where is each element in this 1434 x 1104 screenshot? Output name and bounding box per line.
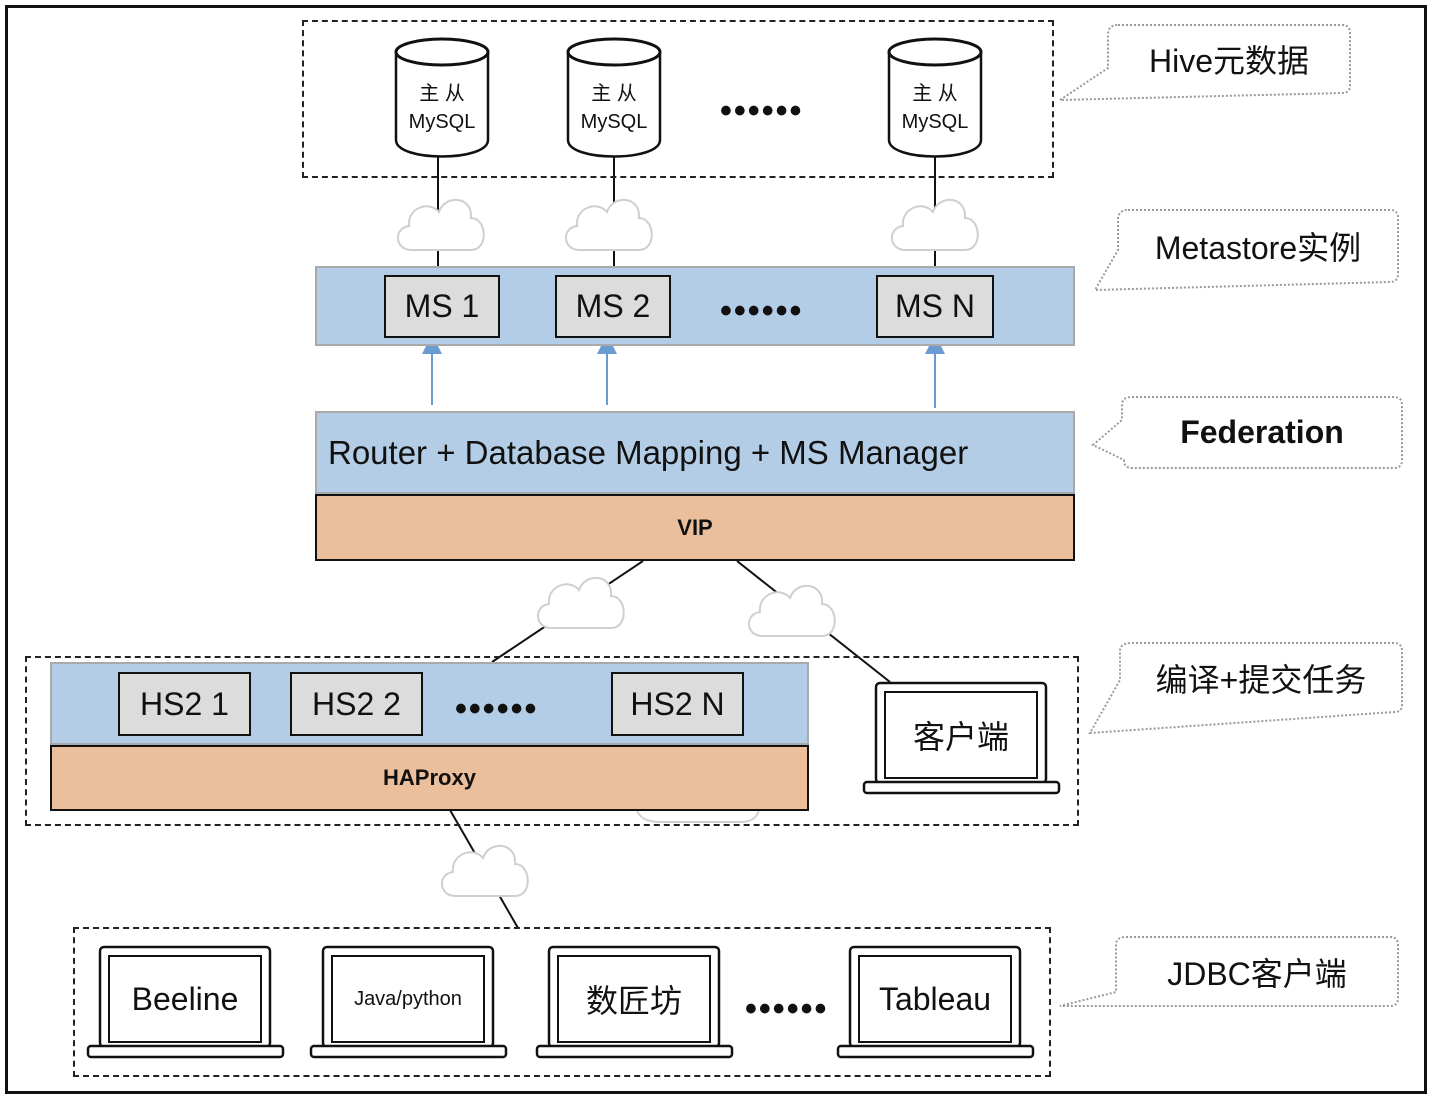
db-roles: 主 从 [419,83,465,105]
callout-shape [1091,396,1403,469]
vip-layer: VIP [315,494,1075,561]
db-name: MySQL [408,111,476,133]
cloud-icon [536,576,625,629]
jdbc-client-group [73,927,1051,1077]
mysql-db-n: 主 从 MySQL [889,80,981,136]
jdbc-client-tableau: Tableau [878,980,992,1017]
jdbc-client-shujiangfang: 数匠坊 [585,983,682,1019]
diagram-frame [5,5,1427,1094]
cloud-icon [564,198,653,251]
laptop-icon [309,945,508,1059]
ellipsis-hiveserver: •••••• [455,690,539,728]
client-label: 客户端 [912,719,1009,755]
db-roles: 主 从 [912,83,958,105]
hiveserver-group [25,656,1079,826]
metastore-node-2: MS 2 [555,275,671,338]
hiveserver-node-n: HS2 N [611,672,744,736]
ellipsis-jdbc: •••••• [745,990,829,1028]
cloud-icon [396,198,485,251]
database-icon [887,37,983,158]
metastore-node-n: MS N [876,275,994,338]
hiveserver-node-2: HS2 2 [290,672,423,736]
callout-federation: Federation [1180,414,1344,450]
ellipsis-mysql: •••••• [720,92,804,130]
callout-compile-submit: 编译+提交任务 [1155,661,1367,698]
hiveserver-node-1: HS2 1 [118,672,251,736]
mysql-db-2: 主 从 MySQL [568,80,660,136]
federation-layer: Router + Database Mapping + MS Manager [315,411,1075,494]
laptop-icon [862,681,1061,795]
haproxy-layer: HAProxy [50,745,809,811]
callout-metastore-instances: Metastore实例 [1154,230,1362,266]
cloud-icon [890,198,979,251]
jdbc-client-java-python: Java/python [354,987,462,1010]
callout-shape [1059,936,1399,1007]
callout-hive-metadata: Hive元数据 [1148,43,1310,79]
mysql-group [302,20,1054,178]
cloud-icon [747,584,836,637]
laptop-icon [535,945,734,1059]
database-icon [566,37,662,158]
callout-shape [1093,209,1399,292]
mysql-db-1: 主 从 MySQL [396,80,488,136]
db-name: MySQL [580,111,648,133]
jdbc-client-beeline: Beeline [131,980,239,1017]
callout-shape [1056,24,1351,102]
ellipsis-metastore: •••••• [720,292,804,330]
laptop-icon [86,945,285,1059]
database-icon [394,37,490,158]
cloud-icon [440,844,529,897]
callout-jdbc-clients: JDBC客户端 [1167,955,1347,992]
metastore-node-1: MS 1 [384,275,500,338]
db-name: MySQL [901,111,969,133]
laptop-icon [836,945,1035,1059]
db-roles: 主 从 [591,83,637,105]
callout-shape [1088,642,1403,735]
